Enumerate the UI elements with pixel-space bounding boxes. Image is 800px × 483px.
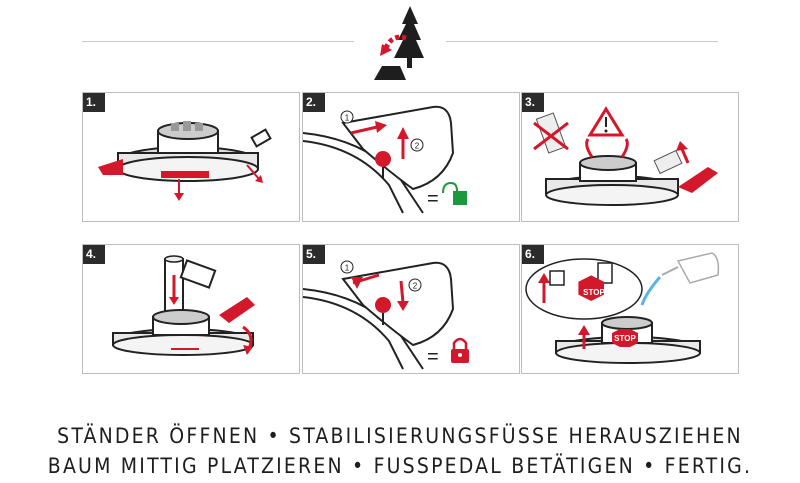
water-fill-illustration: STOP STOP [525, 252, 720, 364]
lock-pedal-illustration: 1 2 = [303, 260, 469, 370]
step-panel-5: 5. 1 2 = [302, 244, 520, 374]
equals-sign: = [427, 188, 439, 210]
watering-can-icon [676, 252, 720, 284]
step-number-badge: 1. [83, 93, 105, 112]
stop-label-bottom: STOP [614, 334, 636, 343]
callout-1: 1 [345, 264, 350, 273]
step-number-badge: 3. [522, 93, 544, 112]
step-panel-3: 3. [521, 92, 739, 222]
tree-stand-logo-icon [374, 6, 424, 80]
instruction-caption-line-2: BAUM MITTIG PLATZIEREN • FUSSPEDAL BETÄT… [47, 454, 753, 478]
step-panel-6: 6. STOP STOP [521, 244, 739, 374]
step-number-badge: 2. [303, 93, 325, 112]
extend-feet-illustration [533, 106, 718, 206]
open-stand-illustration [98, 121, 272, 201]
step-number-badge: 4. [83, 245, 105, 264]
header-divider-right [446, 41, 718, 42]
equals-sign: = [427, 346, 439, 368]
unlock-pedal-illustration: 1 2 = [303, 105, 467, 214]
callout-1: 1 [345, 114, 350, 123]
step-panel-1: 1. [82, 92, 300, 222]
callout-2: 2 [413, 282, 418, 291]
place-tree-illustration [112, 255, 255, 356]
callout-2: 2 [415, 142, 420, 151]
step-panel-4: 4. [82, 244, 300, 374]
step-number-badge: 6. [522, 245, 544, 264]
instruction-caption-line-1: STÄNDER ÖFFNEN • STABILISIERUNGSFÜSSE HE… [57, 424, 743, 448]
stop-label-top: STOP [583, 288, 605, 297]
header-divider-left [82, 41, 354, 42]
step-panel-2: 2. 1 2 = [302, 92, 520, 222]
unlocked-icon [453, 191, 467, 205]
step-number-badge: 5. [303, 245, 325, 264]
